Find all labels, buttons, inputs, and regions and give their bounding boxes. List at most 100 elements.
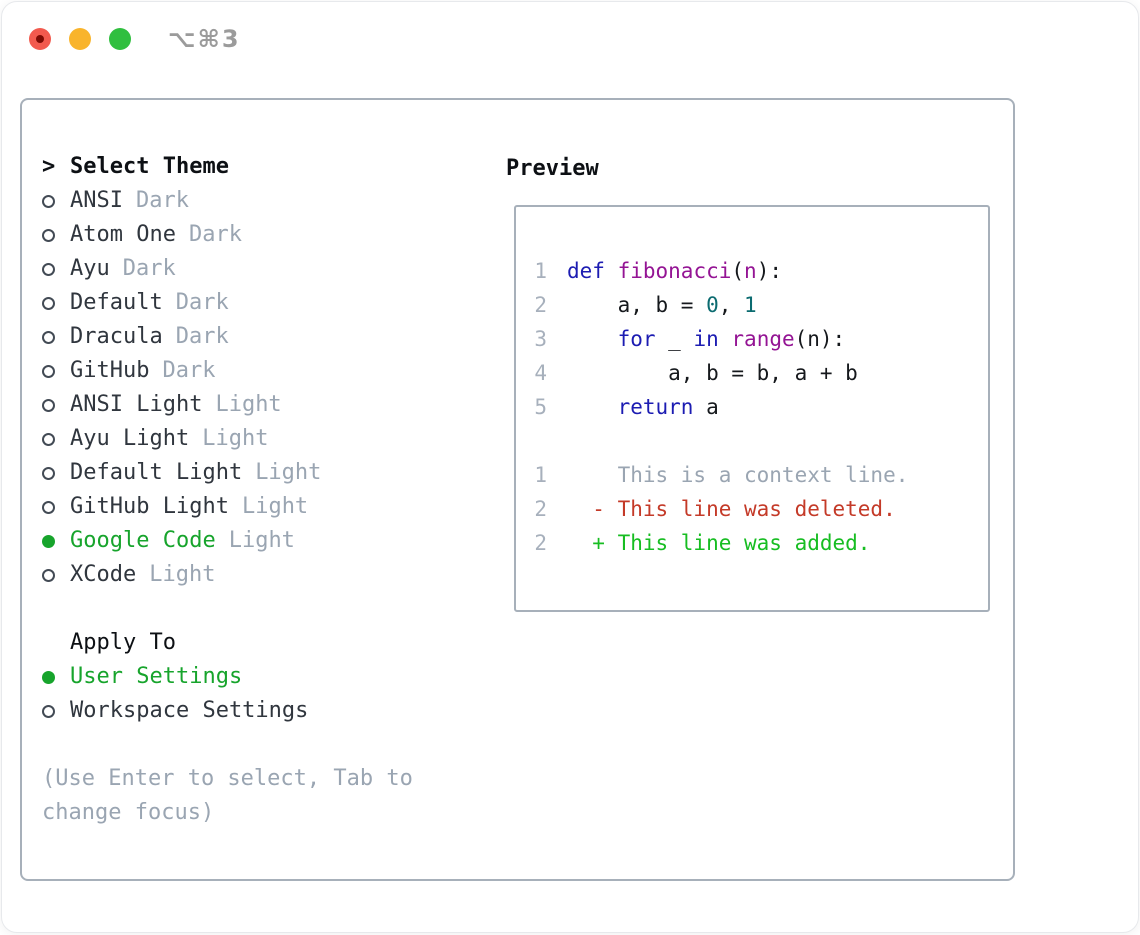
theme-variant: Light (149, 562, 216, 587)
line-number: 2 (534, 531, 547, 555)
radio-icon (42, 364, 70, 378)
code-token: (n): (794, 327, 846, 351)
theme-variant: Light (202, 426, 269, 451)
code-token: ( (731, 259, 745, 283)
theme-option-ayu-light[interactable]: Ayu Light Light (42, 422, 413, 456)
line-number: 2 (534, 293, 547, 317)
radio-icon (42, 228, 70, 242)
apply-option-workspace-settings[interactable]: Workspace Settings (42, 694, 413, 728)
help-text-line-2: change focus) (42, 800, 215, 825)
radio-selected-icon (42, 534, 70, 548)
apply-to-label: Apply To (70, 630, 176, 655)
theme-option-default-dark[interactable]: Default Dark (42, 286, 413, 320)
spacer (42, 592, 413, 626)
theme-name: GitHub (70, 358, 150, 383)
code-token: a, b = b, a + b (567, 361, 858, 385)
radio-icon (42, 330, 70, 344)
diff-text: + This line was added. (567, 531, 871, 555)
theme-list: > Select Theme ANSI Dark Atom One Dark A… (42, 150, 413, 830)
theme-name: Default (70, 290, 163, 315)
code-token (605, 254, 618, 288)
theme-name: ANSI (70, 188, 123, 213)
theme-name: XCode (70, 562, 137, 587)
theme-name: ANSI Light (70, 392, 203, 417)
theme-variant: Light (255, 460, 322, 485)
theme-option-google-code[interactable]: Google Code Light (42, 524, 413, 558)
theme-option-default-light[interactable]: Default Light Light (42, 456, 413, 490)
diff-text: - This line was deleted. (567, 497, 896, 521)
theme-name: Atom One (70, 222, 176, 247)
focus-caret-icon: > (42, 154, 56, 179)
theme-option-github-dark[interactable]: GitHub Dark (42, 354, 413, 388)
theme-variant: Dark (162, 358, 216, 383)
line-number: 1 (534, 463, 547, 487)
code-token: n (744, 259, 757, 283)
zoom-button[interactable] (109, 28, 131, 50)
select-theme-header: > Select Theme (42, 150, 413, 184)
code-token: def (567, 259, 605, 283)
spacer (42, 728, 413, 762)
theme-variant: Dark (135, 188, 189, 213)
theme-option-atom-one-dark[interactable]: Atom One Dark (42, 218, 413, 252)
radio-selected-icon (42, 670, 70, 684)
theme-variant: Dark (122, 256, 176, 281)
code-line: 5 return a (534, 390, 988, 424)
code-token: return (617, 395, 694, 419)
diff-text: This is a context line. (567, 463, 909, 487)
code-token: 0 (706, 293, 719, 317)
theme-option-ayu-dark[interactable]: Ayu Dark (42, 252, 413, 286)
theme-variant: Light (215, 392, 282, 417)
radio-icon (42, 568, 70, 582)
diff-added-line: 2 + This line was added. (534, 526, 988, 560)
radio-icon (42, 466, 70, 480)
apply-to-header: Apply To (42, 626, 413, 660)
code-token: 1 (744, 293, 757, 317)
radio-icon (42, 262, 70, 276)
window-title: ⌥⌘3 (168, 25, 241, 53)
code-token: a, b = (567, 293, 707, 317)
code-token: _ (655, 327, 694, 351)
select-theme-label: Select Theme (70, 154, 229, 179)
code-token (567, 390, 618, 424)
theme-option-dracula-dark[interactable]: Dracula Dark (42, 320, 413, 354)
theme-name: Default Light (70, 460, 243, 485)
theme-variant: Dark (175, 324, 229, 349)
theme-option-ansi-dark[interactable]: ANSI Dark (42, 184, 413, 218)
theme-option-xcode[interactable]: XCode Light (42, 558, 413, 592)
diff-context-line: 1 This is a context line. (534, 458, 988, 492)
code-line: 2 a, b = 0 , 1 (534, 288, 988, 322)
theme-name: GitHub Light (70, 494, 229, 519)
apply-option-user-settings[interactable]: User Settings (42, 660, 413, 694)
theme-name: Google Code (70, 528, 216, 553)
code-line: 4 a, b = b, a + b (534, 356, 988, 390)
theme-variant: Light (228, 528, 295, 553)
preview-box: 1 def fibonacci ( n ): 2 a, b = 0 , 1 3 … (514, 205, 990, 612)
theme-variant: Dark (188, 222, 242, 247)
window-titlebar: ⌥⌘3 (2, 2, 1138, 74)
radio-icon (42, 194, 70, 208)
code-token: ): (756, 259, 782, 283)
radio-icon (42, 704, 70, 718)
theme-variant: Dark (175, 290, 229, 315)
theme-option-github-light[interactable]: GitHub Light Light (42, 490, 413, 524)
theme-name: Ayu Light (70, 426, 190, 451)
apply-option-name: Workspace Settings (70, 698, 309, 723)
spacer (534, 424, 988, 458)
code-token (719, 322, 732, 356)
apply-option-name: User Settings (70, 664, 243, 689)
code-token: fibonacci (617, 259, 732, 283)
theme-variant: Light (241, 494, 309, 519)
theme-option-ansi-light[interactable]: ANSI Light Light (42, 388, 413, 422)
code-line: 3 for _ in range (n): (534, 322, 988, 356)
minimize-button[interactable] (69, 28, 91, 50)
code-token: in (693, 327, 719, 351)
radio-icon (42, 296, 70, 310)
help-text-line-1: (Use Enter to select, Tab to (42, 766, 413, 791)
theme-name: Dracula (70, 324, 163, 349)
line-number: 5 (534, 395, 547, 419)
line-number: 2 (534, 497, 547, 521)
theme-picker-panel: > Select Theme ANSI Dark Atom One Dark A… (20, 98, 1015, 881)
close-button[interactable] (29, 28, 51, 50)
preview-label: Preview (506, 156, 599, 181)
